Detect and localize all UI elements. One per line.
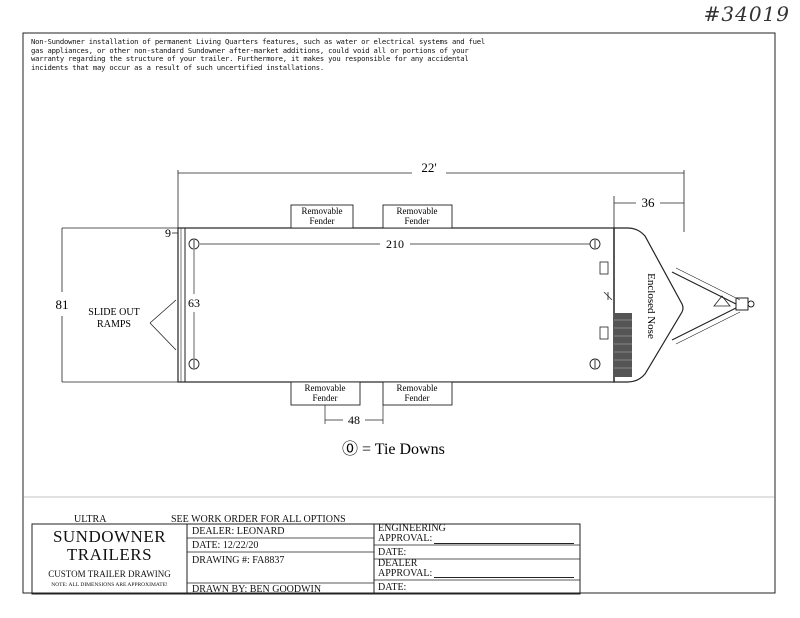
brand-line2: TRAILERS	[66, 545, 153, 564]
svg-text:Fender: Fender	[310, 216, 335, 226]
dealer-approval-line	[434, 577, 574, 578]
dealer-approval-label: DEALER	[378, 558, 418, 569]
trailer-body	[177, 227, 615, 383]
svg-text:Fender: Fender	[405, 393, 430, 403]
fender-spacing-dim: 48	[348, 413, 360, 427]
svg-text:RAMPS: RAMPS	[97, 319, 131, 330]
width-dim: 81	[56, 297, 69, 312]
engineering-date: DATE:	[378, 547, 407, 558]
coupler	[735, 297, 749, 311]
hitch-ball-icon	[747, 300, 755, 308]
drawing-number-field: DRAWING #: FA8837	[192, 555, 285, 566]
svg-text:Removable: Removable	[305, 383, 346, 393]
handwritten-job-number: #34019	[703, 2, 790, 26]
tiedown-width-dim: 63	[188, 296, 200, 310]
fender-top-left	[290, 204, 354, 229]
fender-bottom-right	[382, 381, 453, 406]
tie-down-icon	[589, 358, 601, 370]
drawing-border	[22, 32, 776, 594]
wall-fixture	[599, 326, 609, 340]
nose-label: Enclosed Nose	[645, 273, 657, 339]
ramps-label: SLIDE OUT	[88, 307, 139, 318]
tie-down-icon	[188, 358, 200, 370]
engineering-label: ENGINEERING	[378, 523, 446, 534]
svg-text:Removable: Removable	[397, 383, 438, 393]
battery-box	[614, 313, 632, 377]
nose-length-dim: 36	[642, 195, 656, 210]
brand-line1: SUNDOWNER	[52, 527, 167, 546]
tie-down-icon	[188, 238, 200, 250]
ramp-depth-dim: 9	[165, 226, 171, 240]
approx-note: NOTE: ALL DIMENSIONS ARE APPROXIMATE!	[51, 582, 168, 588]
jack-icon	[713, 295, 731, 307]
warranty-warning-note: Non-Sundowner installation of permanent …	[31, 37, 490, 72]
tiedown-length-dim: 210	[386, 237, 404, 251]
work-order-note: SEE WORK ORDER FOR ALL OPTIONS	[171, 514, 346, 525]
fender-top-right	[382, 204, 453, 229]
date-field: DATE: 12/22/20	[192, 540, 259, 551]
wall-fixture	[599, 261, 609, 275]
fender-bottom-left	[290, 381, 361, 406]
drawn-by-field: DRAWN BY: BEN GOODWIN	[192, 584, 322, 595]
dealer-field: DEALER: LEONARD	[192, 526, 285, 537]
overall-length-dim: 22'	[421, 160, 436, 175]
drawing-subtitle: CUSTOM TRAILER DRAWING	[48, 569, 171, 579]
legend-symbol: ⓪	[342, 440, 358, 458]
svg-text:Removable: Removable	[397, 206, 438, 216]
engineering-approval: APPROVAL:	[378, 533, 433, 544]
svg-text:Fender: Fender	[405, 216, 430, 226]
tongue-rail	[671, 307, 737, 341]
dealer-approval: APPROVAL:	[378, 568, 433, 579]
svg-text:Fender: Fender	[313, 393, 338, 403]
engineering-approval-line	[434, 543, 574, 544]
tie-downs	[188, 238, 601, 370]
dealer-date: DATE:	[378, 582, 407, 593]
enclosed-nose	[613, 227, 684, 383]
tongue-rail	[671, 271, 737, 305]
model-label: ULTRA	[74, 514, 107, 525]
legend-text: = Tie Downs	[362, 441, 445, 458]
svg-text:Removable: Removable	[302, 206, 343, 216]
